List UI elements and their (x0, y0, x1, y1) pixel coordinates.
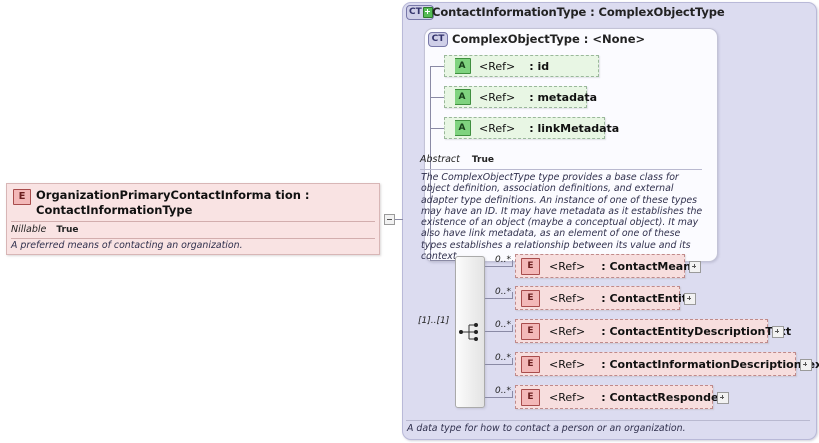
complex-type-documentation: A data type for how to contact a person … (407, 423, 686, 434)
plus-icon[interactable] (422, 7, 433, 18)
expand-element-button[interactable] (717, 392, 729, 404)
occurrence-label: 0..* (495, 255, 511, 265)
attribute-notch-icon (444, 56, 455, 76)
attribute-name-label: : linkMetadata (529, 121, 620, 135)
element-connector (512, 292, 513, 299)
element-name-label: : ContactResponder (601, 390, 724, 404)
element-icon: E (521, 322, 540, 340)
occurrence-label: 0..* (495, 386, 511, 396)
element-row[interactable]: E <Ref> : ContactInformationDescriptionT… (515, 352, 819, 376)
element-ref-label: <Ref> (549, 390, 586, 404)
element-name-label: : ContactEntityDescriptionText (601, 324, 792, 338)
attribute-tree-branch (430, 128, 445, 129)
element-connector (512, 358, 513, 365)
attribute-tree-trunk (430, 66, 431, 261)
element-name-label: : ContactInformationDescriptionText (601, 357, 819, 371)
element-connector (485, 331, 512, 332)
nillable-value: True (56, 225, 79, 235)
element-connector (485, 364, 512, 365)
abstract-label: Abstract (420, 154, 460, 165)
element-row[interactable]: E <Ref> : ContactEntityDescriptionText (515, 319, 791, 343)
attribute-row[interactable]: A <Ref> : linkMetadata (444, 117, 619, 139)
element-row[interactable]: E <Ref> : ContactMeans (515, 254, 698, 278)
sequence-icon (459, 323, 478, 341)
element-icon: E (13, 189, 31, 205)
attribute-tree-branch (430, 97, 445, 98)
attribute-row[interactable]: A <Ref> : id (444, 55, 599, 77)
compositor-cardinality-label: [1]..[1] (418, 316, 450, 326)
occurrence-label: 0..* (495, 287, 511, 297)
root-element-title: OrganizationPrimaryContactInforma tion :… (36, 188, 310, 217)
base-complex-type-badge-label: CT (431, 34, 445, 44)
divider (420, 169, 702, 170)
attribute-notch-icon (444, 118, 455, 138)
element-connector (485, 397, 512, 398)
element-connector (485, 266, 512, 267)
attribute-name-label: : id (529, 59, 550, 73)
base-complex-type-title: ComplexObjectType : <None> (452, 32, 646, 46)
occurrence-label: 0..* (495, 320, 511, 330)
element-ref-label: <Ref> (549, 357, 586, 371)
base-type-documentation: The ComplexObjectType type provides a ba… (421, 172, 703, 263)
element-icon: E (521, 289, 540, 307)
root-element-box (6, 183, 380, 255)
expand-element-button[interactable] (772, 326, 784, 338)
element-icon: E (521, 388, 540, 406)
nillable-label: Nillable (11, 224, 47, 235)
element-name-label: : ContactMeans (601, 259, 698, 273)
element-name-label: : ContactEntity (601, 291, 695, 305)
element-icon: E (521, 257, 540, 275)
collapse-type-button[interactable] (384, 214, 395, 225)
element-row[interactable]: E <Ref> : ContactEntity (515, 286, 694, 310)
element-ref-label: <Ref> (549, 259, 586, 273)
type-link-line (395, 219, 403, 220)
attribute-icon: A (453, 58, 471, 74)
element-icon-label: E (18, 191, 26, 202)
element-connector (512, 325, 513, 332)
attribute-ref-label: <Ref> (479, 59, 516, 73)
expand-element-button[interactable] (800, 359, 812, 371)
attribute-icon: A (453, 89, 471, 105)
abstract-property-row: Abstract True (420, 154, 702, 169)
attribute-tree-branch (430, 66, 445, 67)
expand-element-button[interactable] (684, 293, 696, 305)
element-connector (485, 298, 512, 299)
root-element-documentation: A preferred means of contacting an organ… (11, 240, 243, 251)
element-ref-label: <Ref> (549, 324, 586, 338)
attribute-tree-branch (430, 260, 456, 261)
base-complex-type-icon[interactable]: CT (428, 32, 448, 47)
expand-element-button[interactable] (689, 261, 701, 273)
attribute-ref-label: <Ref> (479, 90, 516, 104)
element-connector (512, 391, 513, 398)
attribute-notch-icon (444, 87, 455, 107)
divider (406, 420, 810, 421)
element-ref-label: <Ref> (549, 291, 586, 305)
occurrence-label: 0..* (495, 353, 511, 363)
complex-type-badge-label: CT (409, 7, 422, 17)
nillable-property-row: Nillable True (11, 224, 371, 238)
divider (11, 238, 375, 239)
attribute-icon: A (453, 120, 471, 136)
element-icon: E (521, 355, 540, 373)
abstract-value: True (471, 155, 494, 165)
attribute-row[interactable]: A <Ref> : metadata (444, 86, 597, 108)
element-row[interactable]: E <Ref> : ContactResponder (515, 385, 724, 409)
attribute-name-label: : metadata (529, 90, 598, 104)
element-connector (512, 260, 513, 267)
divider (11, 221, 375, 222)
complex-type-title: ContactInformationType : ComplexObjectTy… (432, 5, 725, 19)
attribute-ref-label: <Ref> (479, 121, 516, 135)
complex-type-expand-icon[interactable]: CT (406, 5, 434, 20)
